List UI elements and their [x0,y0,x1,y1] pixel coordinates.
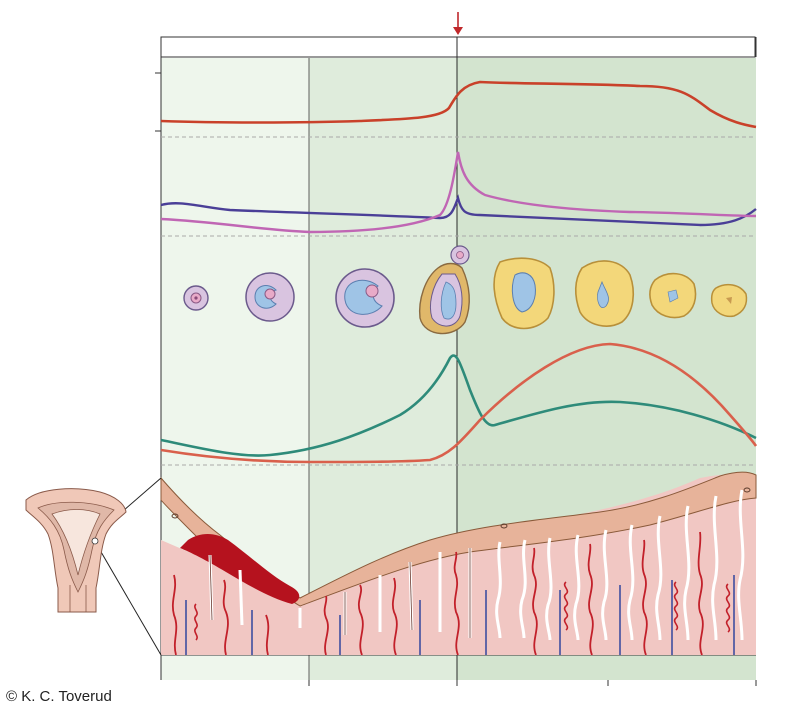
ovulating-follicle-icon [418,245,470,335]
zoom-line-bottom [96,544,162,656]
fsh-curve [160,194,757,227]
uterus-cross-section-icon [25,488,127,613]
corpus-albicans-icon [710,283,748,318]
primary-follicle-icon [245,272,295,322]
mature-corpus-luteum-icon [574,260,635,327]
coiled-arteries [194,581,731,641]
lh-curve [160,151,757,234]
primordial-follicle-icon [183,285,209,311]
progesterone-curve [160,342,758,464]
gland-outlines [209,548,471,638]
menstrual-blood [180,534,300,604]
endometrium-functional-layer [160,471,757,607]
estrogen-curve [160,354,757,457]
ovulation-arrow-icon [453,12,463,35]
header-bar [160,36,756,58]
spiral-arteries [171,531,704,656]
copyright-credit: © K. C. Toverud [6,688,112,705]
endometrial-veins [185,575,735,655]
secondary-follicle-icon [335,268,395,328]
temperature-curve [160,80,757,129]
regressing-corpus-luteum-icon [649,272,697,319]
early-corpus-luteum-icon [493,257,555,330]
surface-cells [171,487,751,529]
